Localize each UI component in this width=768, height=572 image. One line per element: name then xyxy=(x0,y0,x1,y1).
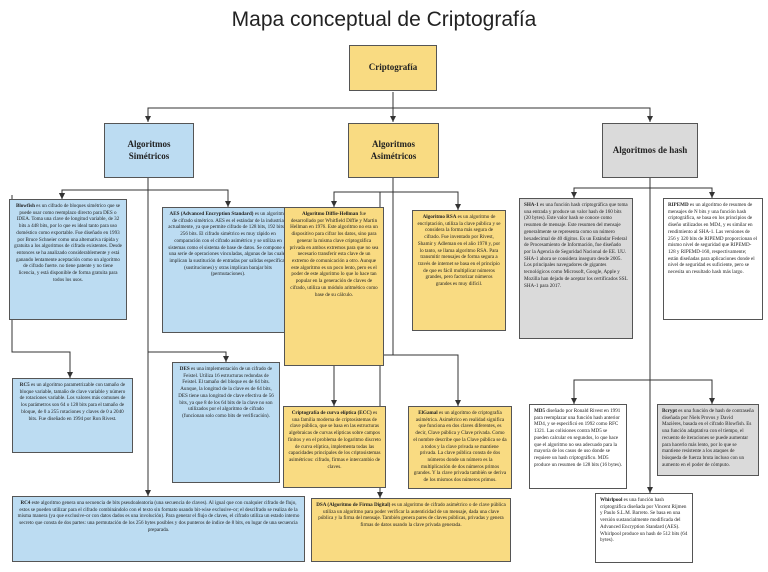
node-md5: MD5 diseñado por Ronald Rivest en 1991 p… xyxy=(529,404,627,489)
link-sym-des xyxy=(147,190,229,362)
link-hash-sha xyxy=(571,178,651,198)
node-text: este algoritmo genera una secuencia de b… xyxy=(17,500,300,533)
link-asym-dh xyxy=(331,178,394,207)
node-label: RC5 xyxy=(19,382,30,388)
link-asym-rsa xyxy=(393,191,461,210)
node-text: fue desarrollado por Whitfield Diffie y … xyxy=(289,211,379,298)
link-hash-bcrypt xyxy=(650,379,715,404)
root-node: Criptografía xyxy=(349,45,437,91)
link-hash-ripemd xyxy=(650,187,715,198)
node-text: es un algoritmo de criptografía asimétri… xyxy=(413,410,507,484)
node-dsa: DSA (Algoritmo de Firma Digital) es un a… xyxy=(311,498,511,562)
category-symmetric: Algoritmos Simétricos xyxy=(104,123,194,178)
node-text: es una función hash criptográfica que to… xyxy=(524,202,628,289)
node-label: DSA (Algoritmo de Firma Digital) xyxy=(316,502,391,508)
node-whirlpool: Whirlpool es una función hash criptográf… xyxy=(595,493,693,563)
node-diffie-hellman: Algoritmo Diffie-Hellman fue desarrollad… xyxy=(284,207,384,366)
node-rc4: RC4 este algoritmo genera una secuencia … xyxy=(12,496,305,562)
node-rsa: Algoritmo RSA es un algoritmo de encript… xyxy=(412,210,506,331)
link-hash-md5 xyxy=(571,188,651,404)
node-text: es un algoritmo de cifrado asimétrico o … xyxy=(318,502,506,529)
node-ripemd: RIPEMD es un algoritmo de resumen de men… xyxy=(663,198,763,320)
node-elgamal: ElGamal es un algoritmo de criptografía … xyxy=(408,406,512,489)
link-root-hash xyxy=(393,107,653,122)
node-bcrypt: Bcrypt es una función de hash de contras… xyxy=(657,404,759,476)
node-label: SHA-1 xyxy=(524,202,539,208)
node-label: RC4 xyxy=(20,500,31,506)
node-label: Blowfish xyxy=(15,203,35,209)
node-text: es una familia moderna de criptosistemas… xyxy=(288,410,381,470)
node-label: AES (Advanced Encryption Standard) xyxy=(169,211,254,217)
node-ecc: Criptografía de curva elíptica (ECC) es … xyxy=(283,406,386,488)
node-label: Algoritmo Diffie-Hellman xyxy=(302,211,359,217)
node-aes: AES (Advanced Encryption Standard) es un… xyxy=(162,207,294,333)
node-text: diseñado por Ronald Rivest en 1991 para … xyxy=(534,408,622,468)
node-text: es un algoritmo de resumen de mensajes d… xyxy=(668,202,757,276)
link-asym-elgamal xyxy=(393,354,461,406)
link-root-sym xyxy=(145,92,394,122)
node-blowfish: Blowfish es un cifrado de bloques simétr… xyxy=(9,199,127,320)
node-label: RIPEMD xyxy=(668,202,689,208)
node-label: Bcrypt xyxy=(662,408,677,414)
node-text: es una implementación de un cifrado de F… xyxy=(178,366,274,420)
node-text: es un cifrado de bloques simétrico que s… xyxy=(14,203,122,283)
node-label: MD5 xyxy=(534,408,546,414)
category-asymmetric: Algoritmos Asimétricos xyxy=(348,123,439,178)
node-text: es una función de hash de contraseña dis… xyxy=(662,408,754,468)
node-label: ElGamal xyxy=(418,410,438,416)
node-text: es una función hash criptográfica diseña… xyxy=(600,497,688,544)
node-label: DES xyxy=(179,366,190,372)
node-text: es un algoritmo de cifrado simétrico. AE… xyxy=(168,211,288,278)
category-hash: Algoritmos de hash xyxy=(602,123,698,178)
link-sym-blowfish xyxy=(59,178,149,199)
node-label: Algoritmo RSA xyxy=(422,214,457,220)
node-sha1: SHA-1 es una función hash criptográfica … xyxy=(519,198,633,339)
node-label: Whirlpool xyxy=(600,497,623,503)
link-sym-aes xyxy=(148,189,231,207)
node-text: es un algoritmo de encriptación, utiliza… xyxy=(417,214,501,288)
page-title: Mapa conceptual de Criptografía xyxy=(231,8,537,31)
node-label: Criptografía de curva elíptica (ECC) xyxy=(291,410,372,416)
node-text: es un algoritmo parametrizable con tamañ… xyxy=(19,382,126,422)
node-rc5: RC5 es un algoritmo parametrizable con t… xyxy=(12,378,133,453)
node-des: DES es una implementación de un cifrado … xyxy=(172,362,280,483)
